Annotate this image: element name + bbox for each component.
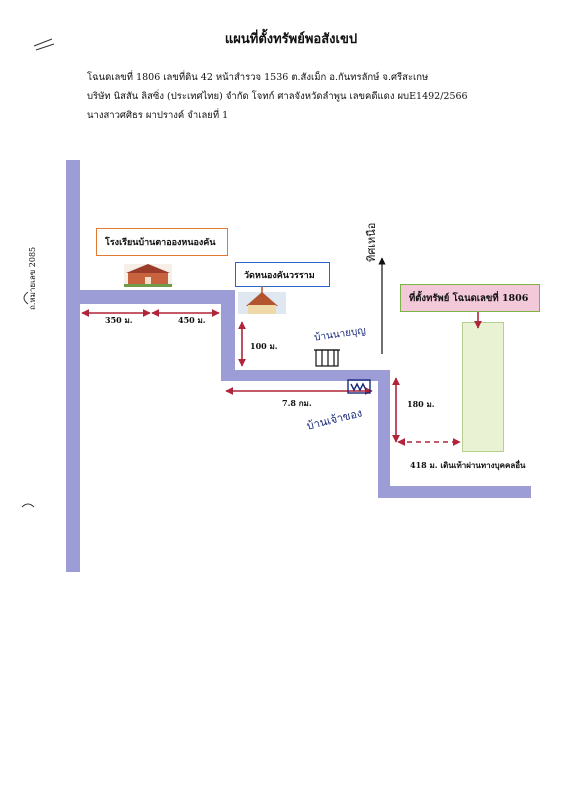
school-label: โรงเรียนบ้านตาอองหนองคัน bbox=[105, 238, 216, 248]
road-school bbox=[80, 290, 235, 304]
road-vertical-main bbox=[66, 160, 80, 572]
map-title: แผนที่ตั้งทรัพย์พอสังเขป bbox=[224, 32, 358, 47]
handwritten-north-note: ทิศเหนือ bbox=[365, 222, 378, 262]
margin-marks bbox=[21, 38, 55, 508]
distance-label-350: 350 ม. bbox=[105, 315, 133, 325]
distance-label-180: 180 ม. bbox=[407, 399, 435, 409]
header-case-line: บริษัท นิสสัน ลิสซิ่ง (ประเทศไทย) จำกัด … bbox=[87, 91, 468, 102]
distance-label-100: 100 ม. bbox=[250, 341, 278, 351]
road-temple-down bbox=[221, 290, 235, 381]
property-plot bbox=[462, 322, 504, 452]
house-sketch-icon bbox=[314, 349, 340, 367]
temple-label: วัดหนองคันวรราม bbox=[244, 270, 315, 281]
village-sign-icon bbox=[347, 379, 371, 394]
road-to-village bbox=[235, 370, 380, 381]
temple-icon bbox=[238, 286, 286, 314]
side-road-label: ถ.หมายเลข 2085 bbox=[28, 246, 37, 310]
distance-label-418: 418 ม. เดินเท้าผ่านทางบุคคลอื่น bbox=[410, 460, 526, 470]
property-label-box: ที่ตั้งทรัพย์ โฉนดเลขที่ 1806 bbox=[400, 284, 540, 312]
temple-label-box: วัดหนองคันวรราม bbox=[235, 262, 330, 287]
header-deed-line: โฉนดเลขที่ 1806 เลขที่ดิน 42 หน้าสำรวจ 1… bbox=[87, 72, 429, 83]
road-village-down bbox=[378, 370, 390, 498]
header-defendant-line: นางสาวศศิธร ผาปรางค์ จำเลยที่ 1 bbox=[87, 110, 229, 121]
distance-label-7800: 7.8 กม. bbox=[282, 398, 312, 408]
road-bottom-right bbox=[390, 486, 531, 498]
school-label-box: โรงเรียนบ้านตาอองหนองคัน bbox=[96, 228, 228, 256]
property-label: ที่ตั้งทรัพย์ โฉนดเลขที่ 1806 bbox=[409, 292, 529, 304]
school-building-icon bbox=[124, 264, 172, 287]
distance-label-450: 450 ม. bbox=[178, 315, 206, 325]
